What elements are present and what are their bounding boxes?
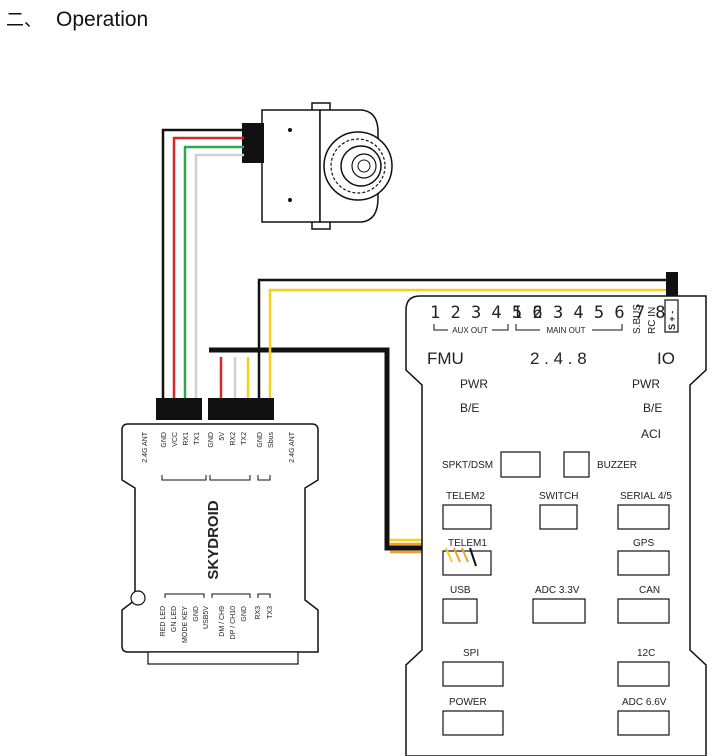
- aux-out-label: AUX OUT: [452, 326, 488, 335]
- receiver-pin-label: GND: [193, 606, 200, 622]
- fmu-version: 2 . 4 . 8: [530, 349, 587, 368]
- receiver-pin-label: TX2: [241, 432, 248, 445]
- rc-in-label: RC IN: [647, 307, 658, 334]
- receiver-pin-label: DP / CH10: [230, 606, 237, 639]
- rc-in-connector: [666, 272, 678, 298]
- main-out-numbers: 1 2 3 4 5 6 7 8: [512, 303, 666, 323]
- power-port: [442, 710, 504, 736]
- usb-label: USB: [450, 585, 471, 596]
- section-heading: 二、 Operation: [6, 6, 148, 32]
- can-label: CAN: [639, 585, 660, 596]
- switch-port: [539, 504, 578, 530]
- rc-in-pin-labels: S + -: [667, 311, 677, 330]
- main-out-label: MAIN OUT: [546, 326, 585, 335]
- receiver-pin-label: 2.4G ANT: [289, 431, 296, 462]
- receiver-pin-label: GND: [208, 432, 215, 448]
- receiver-pin-label: 5V: [219, 432, 226, 441]
- telem2-port: [442, 504, 492, 530]
- receiver-pin-label: RX3: [255, 606, 262, 620]
- camera-cable: [161, 128, 244, 400]
- i2c-label: 12C: [637, 648, 655, 659]
- receiver-pin-label: Sbus: [268, 432, 275, 448]
- fmu-label: FMU: [427, 349, 464, 368]
- receiver-brand: SKYDROID: [205, 500, 222, 579]
- receiver-pin-label: MODE KEY: [182, 606, 189, 643]
- spi-port: [442, 661, 504, 687]
- switch-label: SWITCH: [539, 491, 578, 502]
- spkt-port: [500, 451, 541, 478]
- io-be: B/E: [643, 401, 662, 415]
- io-label: IO: [657, 349, 675, 368]
- receiver-pin-label: RED LED: [160, 606, 167, 636]
- io-aci: ACI: [641, 427, 661, 441]
- receiver-pin-label: GN LED: [171, 606, 178, 632]
- io-pwr: PWR: [632, 377, 660, 391]
- adc33-label: ADC 3.3V: [535, 585, 580, 596]
- spi-label: SPI: [463, 648, 479, 659]
- receiver-pin-label: USB5V: [203, 606, 210, 629]
- receiver-connector-right: [208, 398, 274, 420]
- receiver-pin-label: RX2: [230, 432, 237, 446]
- receiver-pin-label: GND: [161, 432, 168, 448]
- receiver-pin-label: TX3: [267, 606, 274, 619]
- buzzer-label: BUZZER: [597, 460, 637, 471]
- serial-label: SERIAL 4/5: [620, 491, 672, 502]
- section-title: Operation: [56, 8, 149, 31]
- receiver-connector-left: [156, 398, 202, 420]
- usb-port: [442, 598, 478, 624]
- flight-controller: 1 2 3 4 5 6 AUX OUT 1 2 3 4 5 6 7 8 MAIN…: [405, 295, 707, 756]
- telem1-label: TELEM1: [448, 538, 487, 549]
- receiver-pin-label: GND: [257, 432, 264, 448]
- sbus-label: S.BUS: [632, 304, 643, 334]
- adc33-port: [532, 598, 586, 624]
- adc66-port: [617, 710, 670, 736]
- serial-port: [617, 504, 670, 530]
- i2c-port: [617, 661, 670, 687]
- fmu-be: B/E: [460, 401, 479, 415]
- power-label: POWER: [449, 697, 487, 708]
- adc66-label: ADC 6.6V: [622, 697, 667, 708]
- camera: [242, 102, 393, 230]
- receiver-pin-label: GND: [241, 606, 248, 622]
- aux-out-numbers: 1 2 3 4 5 6: [430, 303, 543, 323]
- receiver-pin-label: RX1: [183, 432, 190, 446]
- receiver-pin-label: DM / CH9: [219, 606, 226, 637]
- section-number: 二、: [6, 10, 42, 31]
- spkt-label: SPKT/DSM: [442, 460, 493, 471]
- receiver-top-pins: 2.4G ANT GND VCC RX1 TX1 GND 5V RX2 TX2 GND Sbus 2.…: [142, 431, 296, 462]
- receiver-pin-label: VCC: [172, 432, 179, 447]
- gps-port: [617, 550, 670, 576]
- receiver-pin-label: TX1: [194, 432, 201, 445]
- fmu-pwr: PWR: [460, 377, 488, 391]
- telem1-port: [442, 550, 492, 576]
- gps-label: GPS: [633, 538, 654, 549]
- receiver-pin-label: 2.4G ANT: [142, 431, 149, 462]
- can-port: [617, 598, 670, 624]
- telem2-label: TELEM2: [446, 491, 485, 502]
- buzzer-port: [563, 451, 590, 478]
